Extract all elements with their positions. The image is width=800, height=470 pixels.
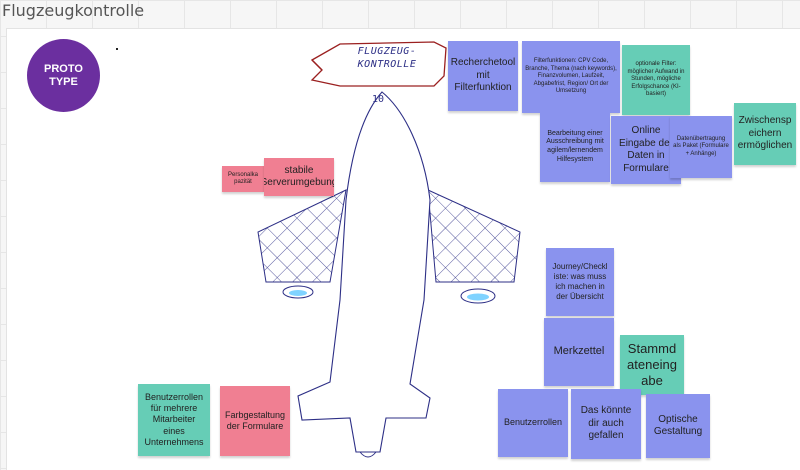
prototype-badge[interactable]: PROTO TYPE [27, 39, 100, 112]
sticky-note-merkzettel[interactable]: Merkzettel [544, 318, 614, 386]
sticky-note-benutzerrollen[interactable]: Benutzerrollen [498, 389, 568, 457]
sticky-note-journey[interactable]: Journey/Checkl iste: was muss ich machen… [546, 248, 614, 316]
sticky-note-bearbeitung[interactable]: Bearbeitung einer Ausschreibung mit agil… [540, 112, 610, 182]
sticky-note-personalkapazitaet[interactable]: Personalka pazität [222, 166, 264, 192]
sticky-note-optionale-filter[interactable]: optionale Filter: möglicher Aufwand in S… [622, 45, 690, 115]
sticky-note-benutzerrollen-mehrere[interactable]: Benutzerrollen für mehrere Mitarbeiter e… [138, 384, 210, 456]
prototype-badge-label: PROTO TYPE [44, 62, 83, 88]
sticky-note-stammdaten[interactable]: Stammd ateneing abe [620, 335, 684, 395]
banner-title: FLUGZEUG- KONTROLLE [357, 46, 417, 70]
sticky-note-datenuebertragung[interactable]: Datenübertragung als Paket (Formulare + … [670, 116, 732, 178]
sticky-note-online-eingabe[interactable]: Online Eingabe der Daten in Formulare [611, 116, 681, 184]
sticky-note-recherchetool[interactable]: Recherchetool mit Filterfunktion [448, 41, 518, 111]
sticky-note-optische-gestaltung[interactable]: Optische Gestaltung [646, 394, 710, 458]
plane-number: 10 [372, 94, 385, 105]
sticky-note-filterfunktionen[interactable]: Filterfunktionen: CPV Code, Branche, The… [522, 41, 620, 113]
sticky-note-stabile-serverumgebung[interactable]: stabile Serverumgebung [264, 158, 334, 196]
sticky-note-farbgestaltung[interactable]: Farbgestaltung der Formulare [220, 386, 290, 456]
sticky-note-das-koennte-dir-auch-gefallen[interactable]: Das könnte dir auch gefallen [571, 389, 641, 459]
page-title: Flugzeugkontrolle [2, 1, 145, 20]
sticky-note-zwischenspeichern[interactable]: Zwischensp eichern ermöglichen [734, 103, 796, 165]
ink-dot [116, 48, 118, 50]
